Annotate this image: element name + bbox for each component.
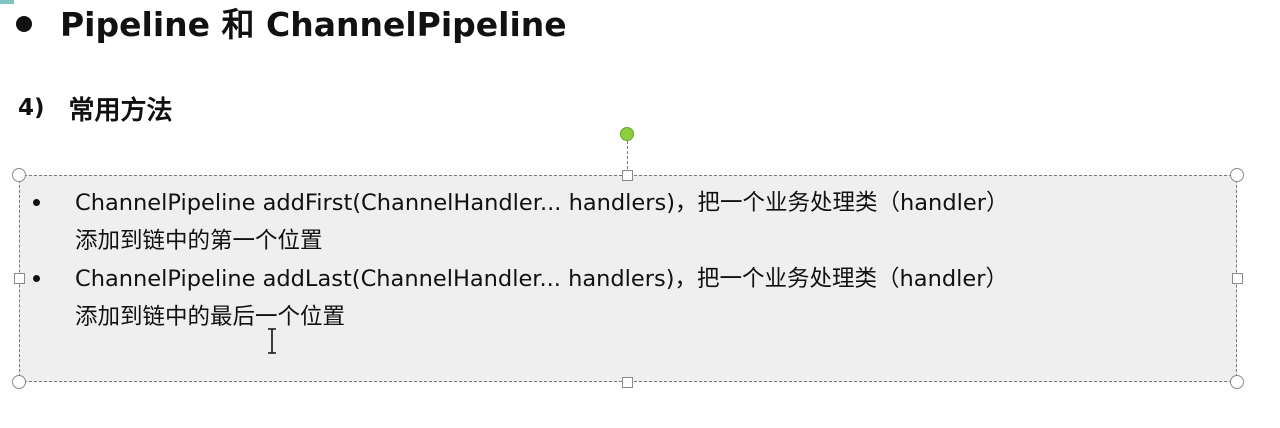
list-item-line[interactable]: 添加到链中的第一个位置 xyxy=(75,228,323,254)
resize-handle-top-right[interactable] xyxy=(1230,168,1244,182)
resize-handle-left[interactable] xyxy=(14,273,25,284)
subheading-title[interactable]: 常用方法 xyxy=(68,95,173,126)
resize-handle-right[interactable] xyxy=(1232,273,1243,284)
rotate-handle[interactable] xyxy=(620,127,634,141)
subheading-row: 4) 常用方法 xyxy=(18,88,173,128)
heading-title[interactable]: Pipeline 和 ChannelPipeline xyxy=(60,5,567,44)
resize-handle-bottom[interactable] xyxy=(622,377,633,388)
bullet-icon xyxy=(33,199,40,206)
list-item-line[interactable]: 添加到链中的最后一个位置 xyxy=(75,304,346,330)
subheading-number[interactable]: 4) xyxy=(18,95,45,121)
heading-row: Pipeline 和 ChannelPipeline xyxy=(16,0,567,44)
bullet-icon xyxy=(33,275,40,282)
resize-handle-bottom-left[interactable] xyxy=(12,375,26,389)
list-item[interactable]: ChannelPipeline addFirst(ChannelHandler.… xyxy=(33,184,1213,260)
list-item-line[interactable]: ChannelPipeline addFirst(ChannelHandler.… xyxy=(75,190,1009,216)
resize-handle-top-left[interactable] xyxy=(12,168,26,182)
method-list: ChannelPipeline addFirst(ChannelHandler.… xyxy=(33,184,1213,336)
list-item-line[interactable]: ChannelPipeline addLast(ChannelHandler..… xyxy=(75,266,1008,292)
rotate-connector-line xyxy=(627,136,628,174)
heading-bullet-icon xyxy=(16,16,32,32)
resize-handle-top[interactable] xyxy=(622,170,633,181)
list-item[interactable]: ChannelPipeline addLast(ChannelHandler..… xyxy=(33,260,1213,336)
resize-handle-bottom-right[interactable] xyxy=(1230,375,1244,389)
top-accent-bar xyxy=(0,0,14,4)
ibeam-cursor-icon xyxy=(268,328,276,354)
selected-textbox[interactable] xyxy=(19,175,1237,382)
